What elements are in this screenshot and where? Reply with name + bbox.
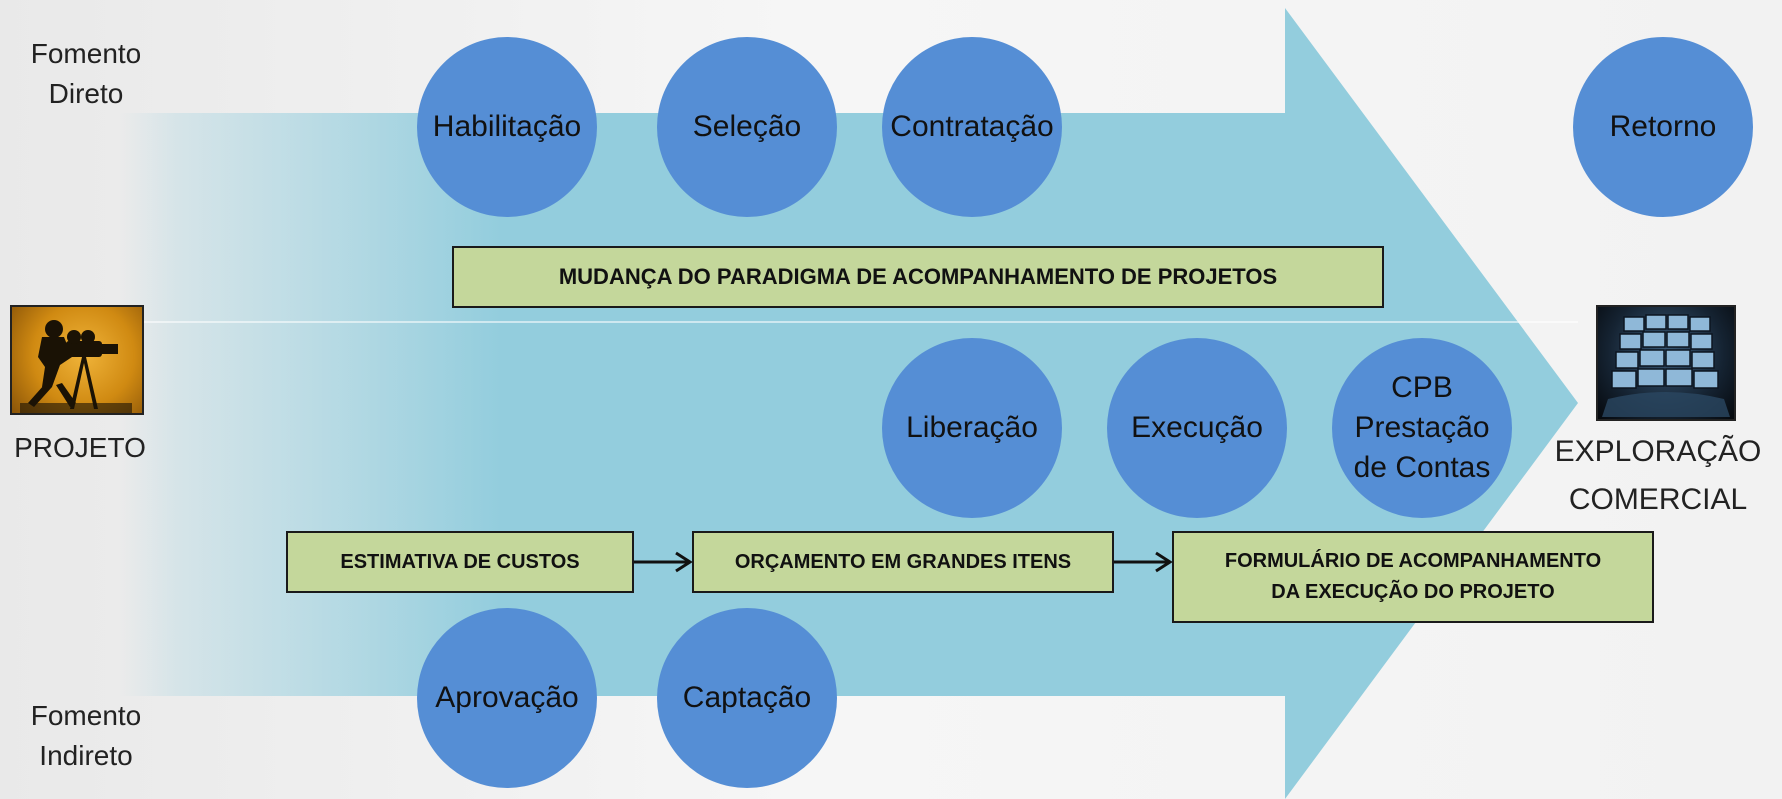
box-orcamento-grandes-itens: ORÇAMENTO EM GRANDES ITENS xyxy=(692,531,1114,593)
video-screens-wall-icon xyxy=(1602,314,1730,417)
stage-captacao: Captação xyxy=(657,608,837,788)
stage-retorno: Retorno xyxy=(1573,37,1753,217)
box-estimativa-custos: ESTIMATIVA DE CUSTOS xyxy=(286,531,634,593)
film-camera-operator-silhouette-icon xyxy=(20,320,132,413)
stage-aprovacao: Aprovação xyxy=(417,608,597,788)
projeto-image xyxy=(10,305,144,415)
label-fomento-direto: Fomento Direto xyxy=(30,38,142,109)
box-mudanca-paradigma: MUDANÇA DO PARADIGMA DE ACOMPANHAMENTO D… xyxy=(452,246,1384,308)
stage-execucao: Execução xyxy=(1107,338,1287,518)
label-projeto: PROJETO xyxy=(14,432,146,463)
stage-cpb-prestacao-contas: CPB Prestação de Contas xyxy=(1332,338,1512,518)
exploracao-image xyxy=(1596,305,1736,421)
box-formulario-acompanhamento: FORMULÁRIO DE ACOMPANHAMENTO DA EXECUÇÃO… xyxy=(1172,531,1654,623)
stage-habilitacao: Habilitação xyxy=(417,37,597,217)
stage-contratacao: Contratação xyxy=(882,37,1062,217)
stage-selecao: Seleção xyxy=(657,37,837,217)
stage-liberacao: Liberação xyxy=(882,338,1062,518)
label-exploracao-comercial: EXPLORAÇÃO COMERCIAL xyxy=(1554,435,1762,516)
label-fomento-indireto: Fomento Indireto xyxy=(30,700,142,771)
